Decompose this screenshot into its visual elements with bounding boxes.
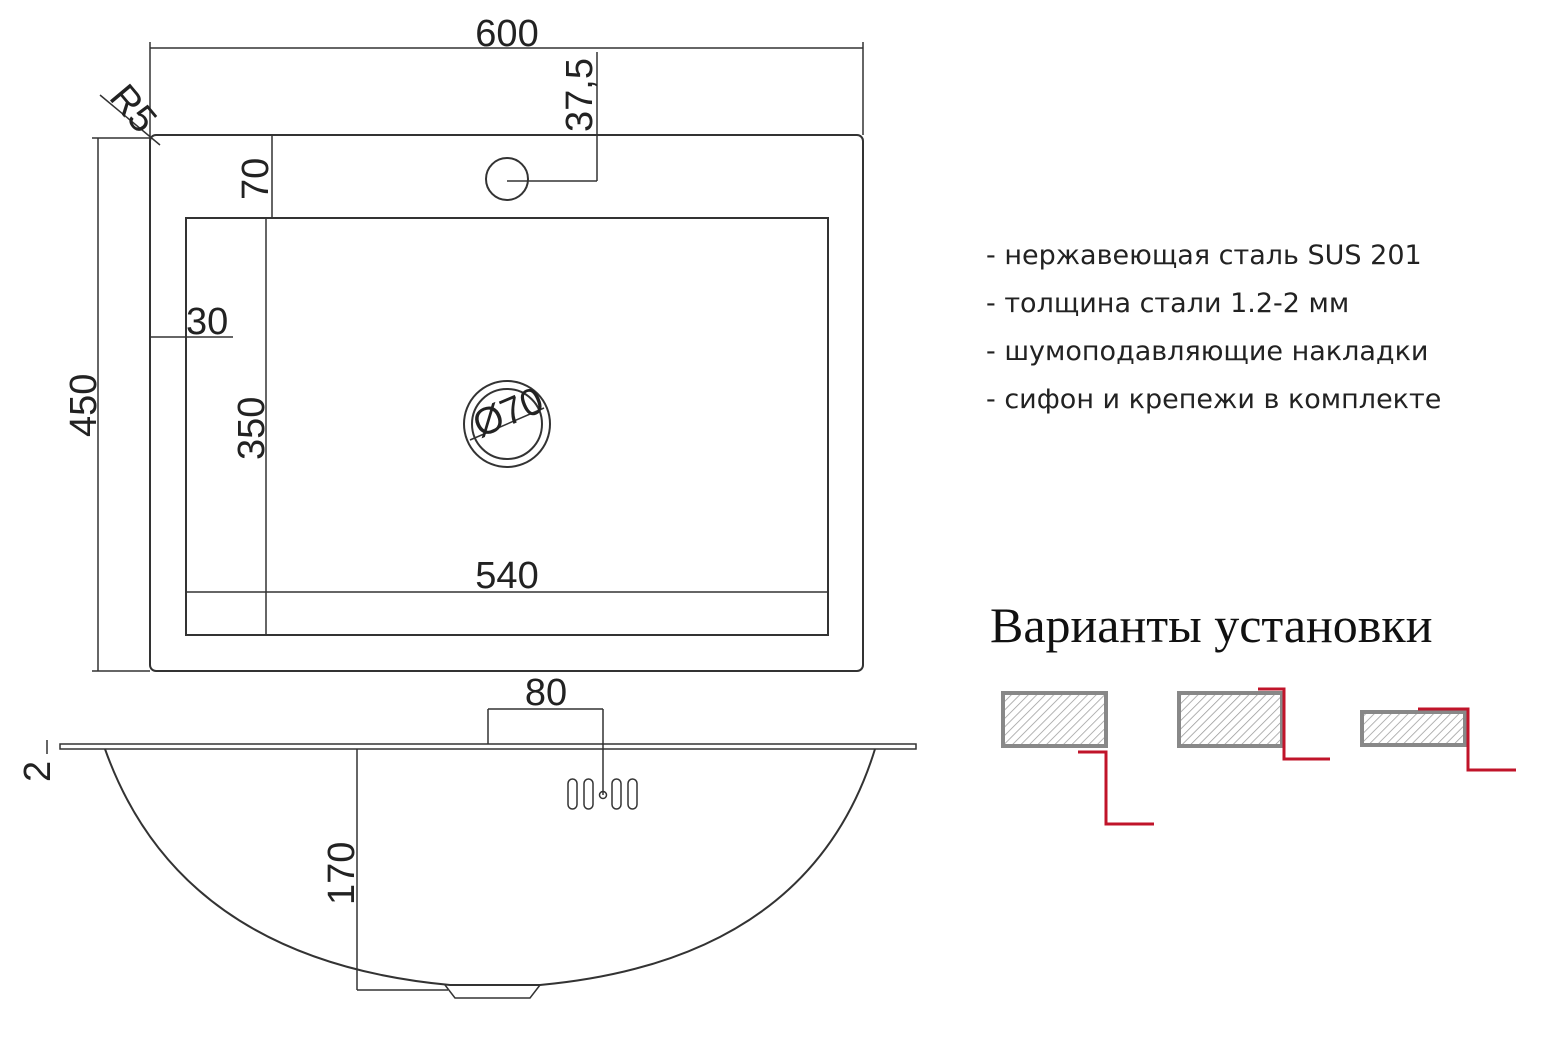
dim-bowl-width: 540 <box>475 555 538 597</box>
rim-plate <box>59 743 917 750</box>
dim-total-width: 600 <box>475 13 538 55</box>
top-view-dimension-lines <box>92 42 864 672</box>
tap-hole <box>485 157 529 201</box>
sink-outline <box>149 134 864 672</box>
dim-bowl-height: 170 <box>321 842 363 905</box>
installation-variant-undermount <box>1001 691 1154 826</box>
dim-rim-side: 30 <box>186 301 228 343</box>
side-view <box>46 708 917 999</box>
spec-siphon: - сифон и крепежи в комплекте <box>986 384 1442 415</box>
dim-rim-thickness: 2 <box>17 761 59 782</box>
spec-list: - нержавеющая сталь SUS 201 - толщина ст… <box>986 232 1441 424</box>
spec-thickness: - толщина стали 1.2-2 мм <box>986 288 1350 319</box>
dim-overflow-width: 80 <box>525 672 567 714</box>
bowl-outline <box>185 217 829 636</box>
installation-title: Варианты установки <box>990 597 1433 653</box>
drain-outer <box>463 380 551 468</box>
dim-tap-hole-offset: 37,5 <box>559 58 601 132</box>
installation-variant-overmount <box>1360 707 1516 772</box>
top-view <box>149 134 864 672</box>
dim-radius: R5 <box>101 77 164 141</box>
bowl-profile <box>104 748 876 986</box>
spec-noise-pads: - шумоподавляющие накладки <box>986 336 1429 367</box>
dim-drain-diameter: Ø70 <box>467 380 550 447</box>
dim-bowl-depth: 350 <box>231 397 273 460</box>
dim-rim-front: 70 <box>235 158 277 200</box>
drain-outlet <box>444 984 541 999</box>
overflow-slots <box>567 778 638 810</box>
drain-inner <box>471 388 543 460</box>
dim-total-depth: 450 <box>63 374 105 437</box>
installation-variant-flush <box>1177 687 1330 761</box>
spec-material: - нержавеющая сталь SUS 201 <box>986 240 1422 271</box>
